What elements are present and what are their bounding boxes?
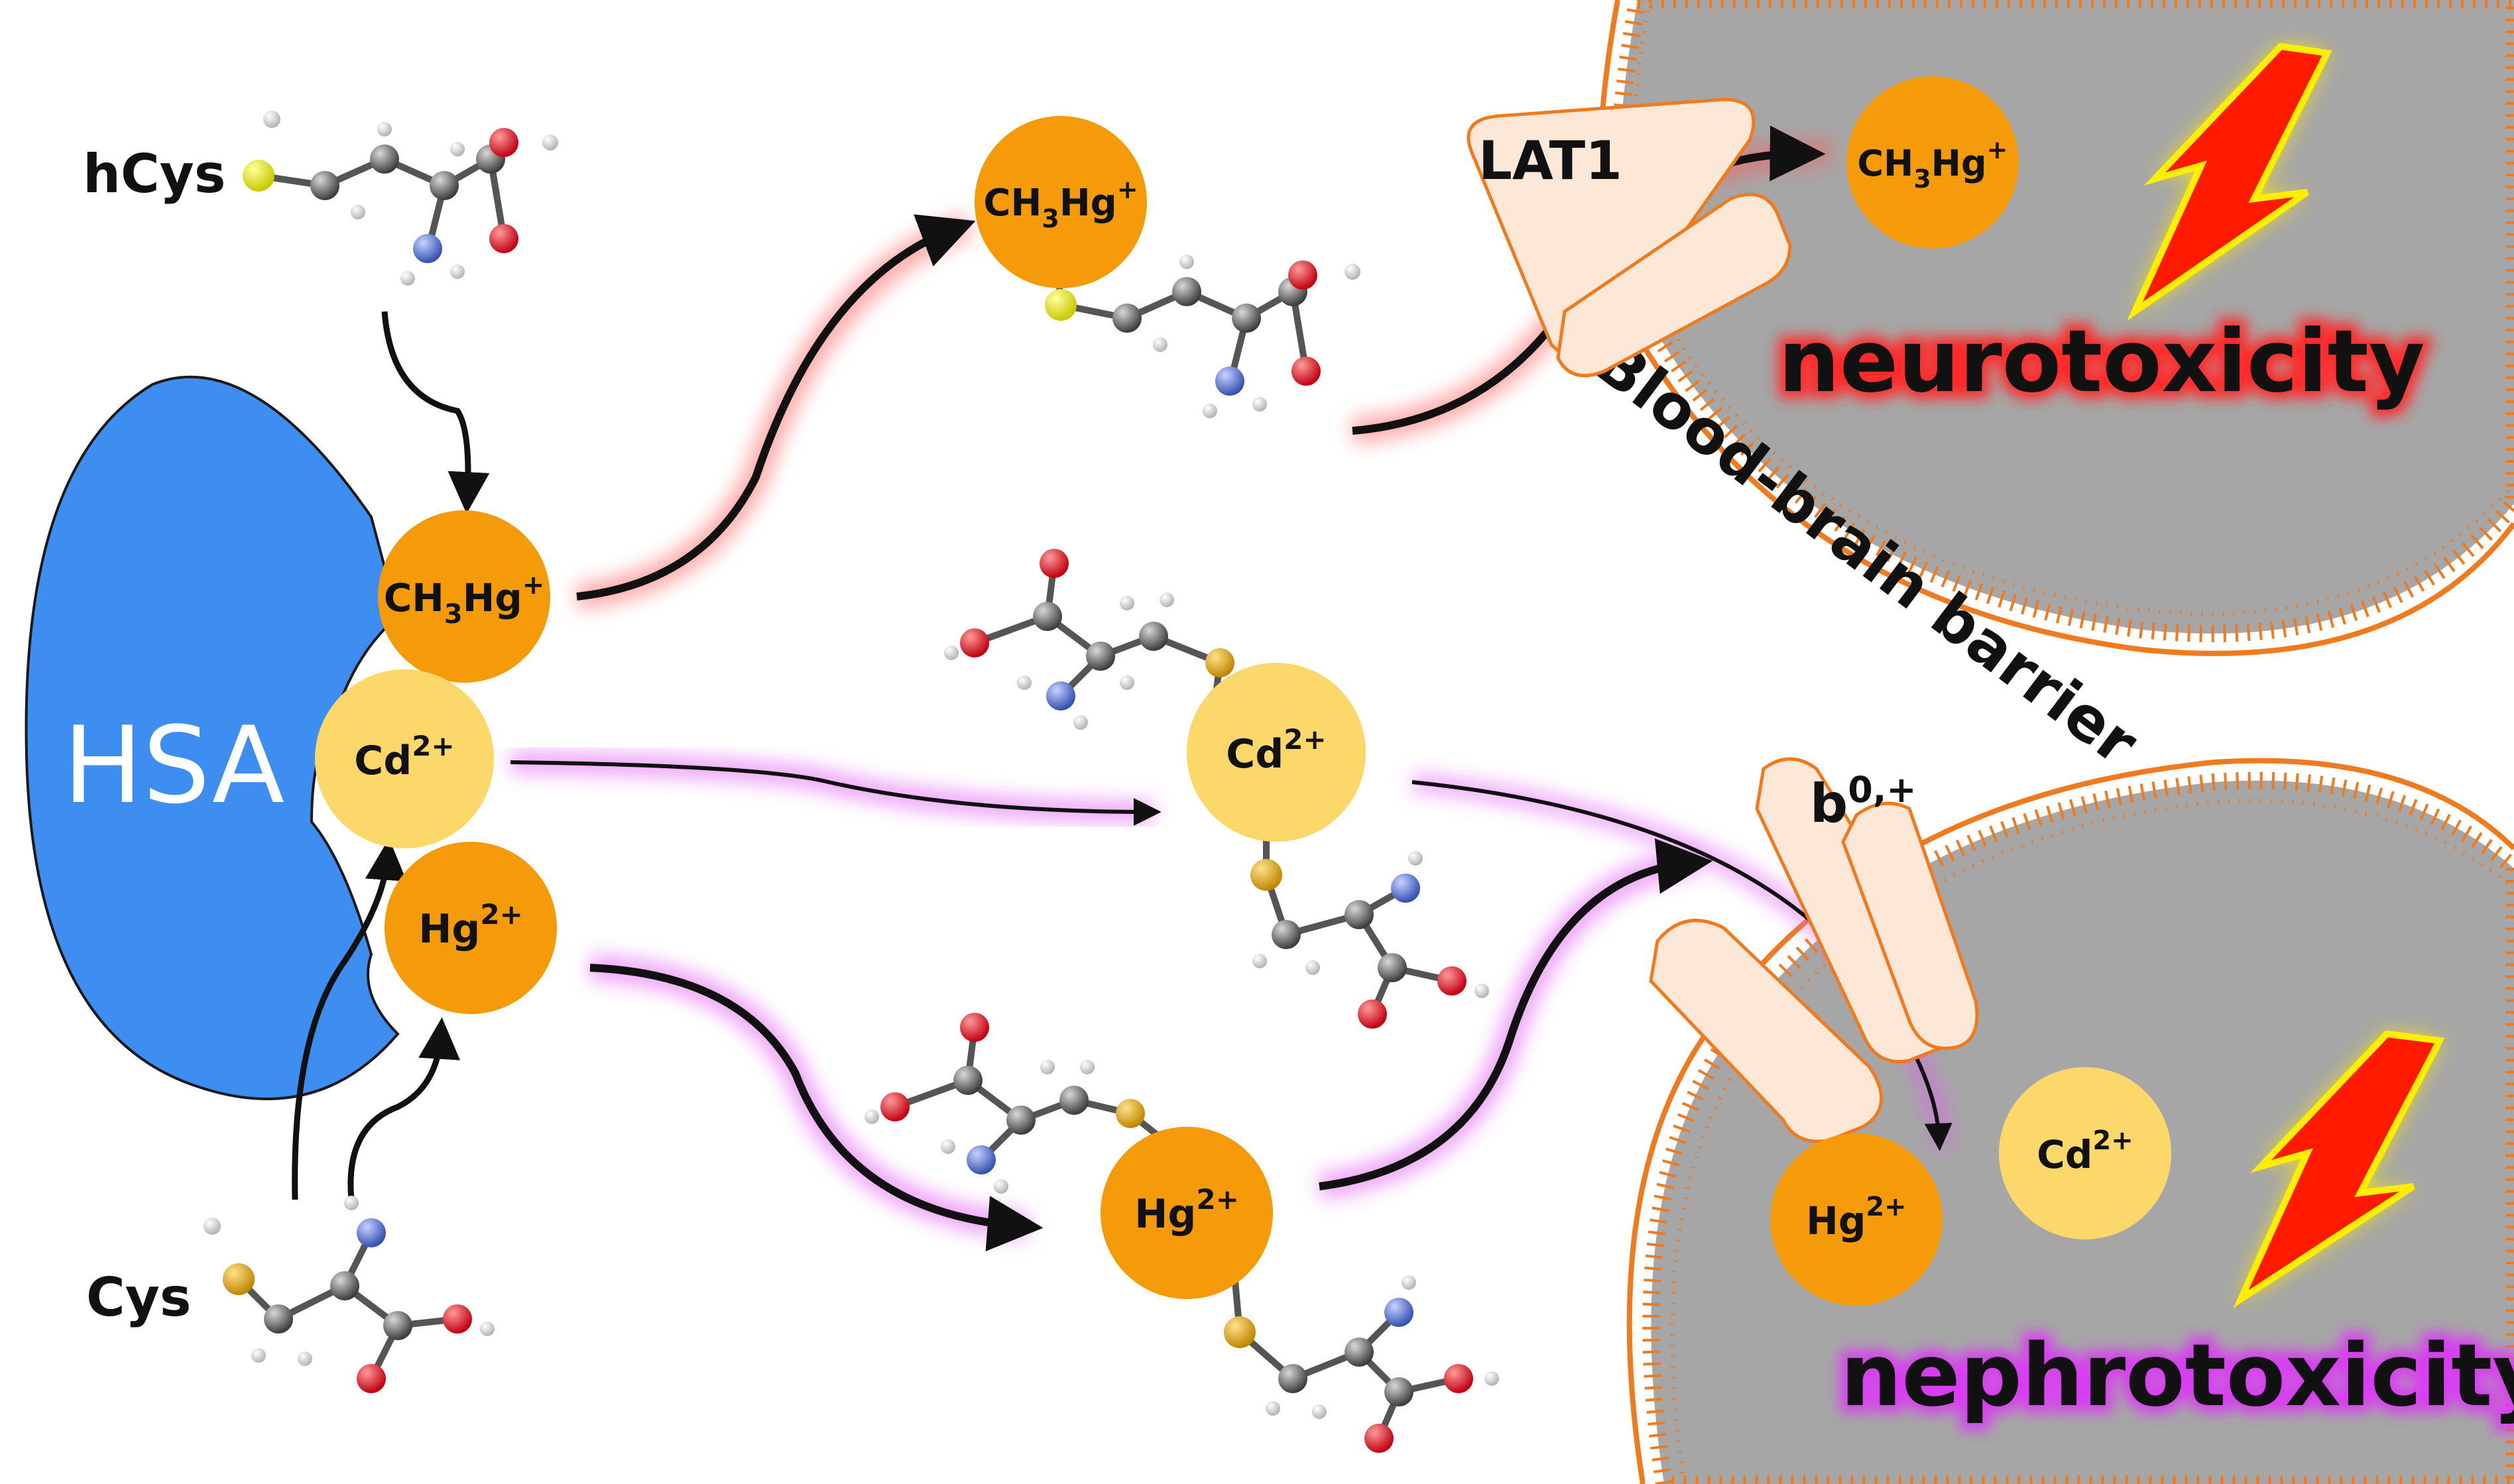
brain-membrane-inner (1630, 0, 2514, 616)
lightning-icon (2233, 1030, 2445, 1308)
lat1-transporter: LAT1 (1466, 97, 1792, 378)
hsa-body (25, 375, 400, 1100)
svg-text:Cd2+: Cd2+ (354, 730, 454, 784)
hsa-cadmium-ion: Cd2+ (315, 669, 494, 848)
complex-mercury-ion: Hg2+ (1101, 1127, 1273, 1299)
svg-text:CH3Hg+: CH3Hg+ (983, 175, 1138, 233)
lightning-icon (2126, 42, 2332, 321)
hsa-label: HSA (63, 703, 284, 827)
arrow-hcys-to-methylmercury (381, 311, 490, 514)
arrow-cadmium-to-cys-complex (510, 760, 1162, 826)
brain-methylmercury-ion: CH3Hg+ (1846, 76, 2019, 249)
cadmium-complex-molecules (944, 549, 1489, 1029)
lat1-label: LAT1 (1478, 130, 1622, 192)
brain-cell-body (1610, 0, 2514, 642)
nephrotoxicity-label-group: nephrotoxicity nephrotoxicity (1833, 1318, 2514, 1433)
kidney-cadmium-ion: Cd2+ (1999, 1067, 2171, 1239)
hcys-molecule (243, 111, 558, 286)
arrow-methylmercury-to-hcys-complex (576, 214, 976, 600)
neurotoxicity-label: neurotoxicity (1778, 311, 2424, 412)
arrow-cys-to-cadmium (292, 838, 407, 1200)
svg-text:Hg2+: Hg2+ (1806, 1192, 1906, 1243)
cys-molecule (204, 1196, 495, 1393)
hcys-complex-methylmercury-ion: CH3Hg+ (975, 116, 1147, 288)
svg-text:Hg2+: Hg2+ (1134, 1183, 1239, 1237)
complex-cadmium-ion: Cd2+ (1187, 663, 1366, 842)
svg-text:CH3Hg+: CH3Hg+ (384, 570, 545, 630)
svg-text:Hg2+: Hg2+ (418, 898, 523, 952)
arrow-cys-to-mercury (347, 1017, 461, 1200)
svg-text:Cd2+: Cd2+ (2037, 1125, 2133, 1177)
b0-transporter: b0,+ (1649, 757, 1979, 1143)
cadmium-glow-path (510, 751, 1154, 823)
b0-label: b0,+ (1810, 769, 1917, 834)
hsa-methylmercury-ion: CH3Hg+ (378, 510, 550, 683)
hsa-mercury-ion: Hg2+ (385, 842, 557, 1014)
hsa-protein: HSA (25, 375, 400, 1100)
hcys-label: hCys (83, 143, 225, 205)
kidney-mercury-ion: Hg2+ (1770, 1133, 1943, 1306)
nephrotoxicity-label: nephrotoxicity (1840, 1325, 2514, 1426)
nephrotoxicity-glow: nephrotoxicity (1840, 1325, 2514, 1426)
cys-label: Cys (86, 1267, 191, 1328)
neurotoxicity-label-group: neurotoxicity neurotoxicity (1771, 304, 2432, 419)
svg-text:CH3Hg+: CH3Hg+ (1858, 135, 2008, 194)
neurotoxicity-glow: neurotoxicity (1778, 311, 2424, 412)
arrow-mercury-to-cys-complex (589, 964, 1044, 1251)
svg-text:Cd2+: Cd2+ (1226, 723, 1326, 777)
arrow-into-kidney-via-b0 (1319, 838, 1713, 1190)
methylmercury-glow-path (575, 213, 973, 610)
